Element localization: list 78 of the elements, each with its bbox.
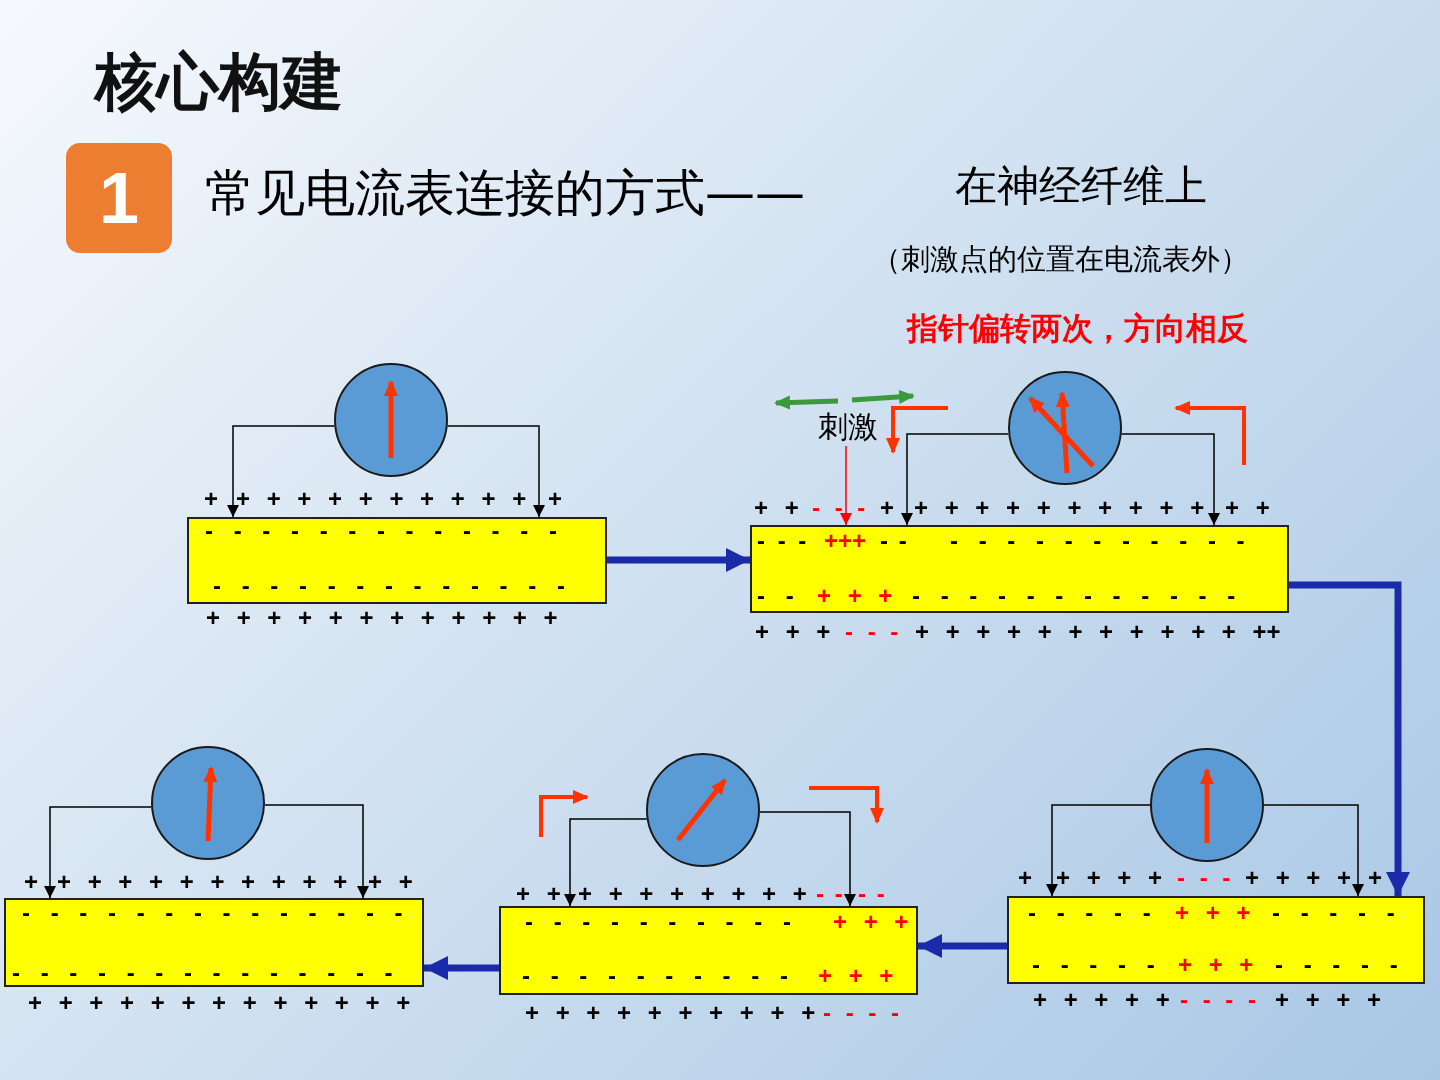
charge-signs: - - <box>858 880 885 908</box>
charge-signs: - - - <box>1177 864 1231 892</box>
nerve-fiber <box>750 525 1289 613</box>
charge-signs: + <box>24 868 38 896</box>
charge-signs: - - - - - <box>1272 899 1395 927</box>
charge-signs: - - - - - - - - - - - - - - <box>22 899 403 927</box>
charge-signs: +++ <box>824 527 867 555</box>
charge-signs: + + + + + + + + + + + + + <box>28 989 411 1017</box>
charge-signs: + + + + <box>1245 864 1352 892</box>
charge-signs: - - - - - - - - - - - - - - <box>12 959 393 987</box>
charge-signs: - - - - - - - - - - <box>525 908 791 936</box>
charge-signs: - - - <box>757 527 807 555</box>
nerve-fiber <box>499 906 918 995</box>
charge-signs: + + + + + + + + + + <box>57 868 348 896</box>
charge-signs: - - - - <box>823 999 899 1027</box>
wire-arrow <box>901 433 1010 526</box>
charge-signs: - - - - <box>1180 986 1256 1014</box>
flow-arrow <box>607 548 750 572</box>
charge-signs: + + + <box>817 582 893 610</box>
wire-arrow <box>1263 804 1364 897</box>
charge-signs: - - - - - - - - - - - - - <box>213 572 565 600</box>
nerve-fiber <box>187 517 607 604</box>
charge-signs: + + + <box>818 962 894 990</box>
charge-signs: + + + <box>755 618 831 646</box>
subtitle: 常见电流表连接的方式—— <box>205 163 805 224</box>
conclusion-note: 指针偏转两次，方向相反 <box>907 309 1248 348</box>
charge-signs: + + + + + + + + <box>578 880 807 908</box>
charge-signs: + + + + + + + + + + + ++ <box>915 618 1281 646</box>
charge-signs: - - - <box>812 494 866 522</box>
charge-signs: + <box>880 494 894 522</box>
charge-signs: - - - - - - - - - - - - - <box>205 517 557 545</box>
charge-signs: - - <box>816 880 843 908</box>
charge-signs: - - - - - <box>1028 899 1151 927</box>
number-badge: 1 <box>66 143 172 253</box>
charge-signs: + + + + + <box>1033 986 1170 1014</box>
wire-arrow <box>1046 804 1151 897</box>
charge-signs: + + + <box>1178 951 1254 979</box>
charge-signs: + + <box>1225 494 1270 522</box>
charge-signs: - - - <box>845 618 899 646</box>
charge-signs: + + <box>368 868 413 896</box>
charge-signs: + + + + + + + + + + + + <box>206 604 558 632</box>
wire-arrow <box>44 806 152 899</box>
wire-arrow <box>1120 433 1220 526</box>
nerve-fiber <box>4 898 424 987</box>
charge-signs: - - - - - <box>1275 951 1398 979</box>
charge-signs: + + + + + + + + + + <box>914 494 1205 522</box>
charge-signs: + <box>1018 864 1032 892</box>
wire-arrow <box>227 425 336 518</box>
page-title: 核心构建 <box>95 44 343 120</box>
charge-signs: + + + + <box>1275 986 1382 1014</box>
charge-signs: - - - - - - - - - - <box>522 962 788 990</box>
charge-signs: + + + + + + + + + + <box>236 485 527 513</box>
stimulus-label: 刺激 <box>818 408 878 446</box>
charge-signs: - - <box>880 527 907 555</box>
wire-arrow <box>446 425 545 518</box>
stimulus-arrow <box>840 445 852 526</box>
charge-signs: - - <box>757 582 794 610</box>
charge-signs: + + + <box>1175 899 1251 927</box>
charge-signs: - - - - - - - - - - - - <box>912 582 1236 610</box>
wire-arrow <box>759 811 856 907</box>
charge-signs: + + <box>754 494 799 522</box>
charge-signs: + <box>204 485 218 513</box>
flow-arrow <box>918 934 1007 958</box>
nerve-fiber <box>1007 896 1425 984</box>
wire-arrow <box>564 818 648 907</box>
charge-signs: - - - - - <box>1032 951 1155 979</box>
condition-note: （刺激点的位置在电流表外） <box>872 241 1249 278</box>
flow-arrow <box>424 956 499 980</box>
subtitle-detail: 在神经纤维上 <box>955 160 1207 212</box>
charge-signs: + <box>1368 864 1382 892</box>
wire-arrow <box>264 804 369 899</box>
charge-signs: + <box>548 485 562 513</box>
charge-signs: - - - - - - - - - - - <box>950 527 1245 555</box>
charge-signs: + + + + <box>1056 864 1163 892</box>
charge-signs: + + <box>516 880 561 908</box>
flow-arrow <box>1289 581 1410 896</box>
charge-signs: + + + <box>833 908 909 936</box>
charge-signs: + + + + + + + + + + <box>525 999 816 1027</box>
